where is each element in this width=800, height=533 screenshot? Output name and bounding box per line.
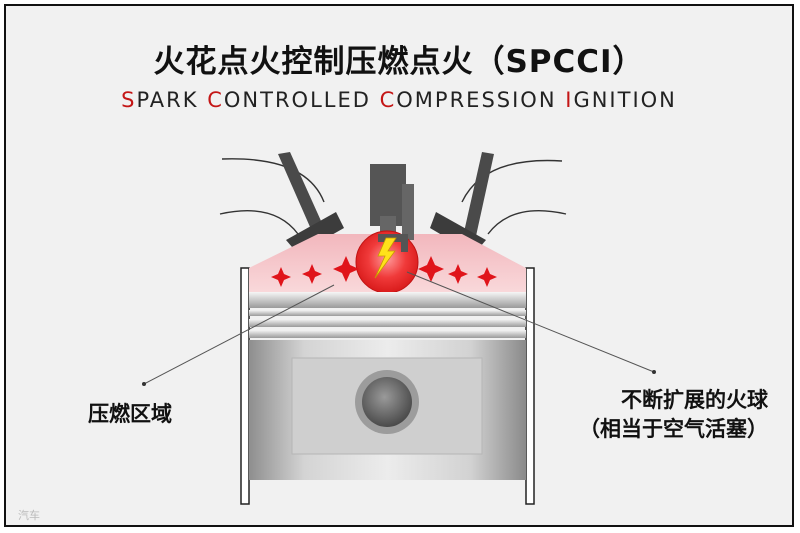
spark-star-icon	[477, 267, 497, 287]
exhaust-valve-stem	[464, 152, 494, 236]
spark-star-icon	[333, 256, 359, 282]
spark-star-icon	[448, 264, 468, 284]
spark-star-icon	[271, 267, 291, 287]
diagram-frame: 火花点火控制压燃点火（SPCCI） SPARK CONTROLLED COMPR…	[4, 4, 794, 527]
label-fireball-line2: （相当于空气活塞）	[579, 417, 768, 441]
label-fireball: 不断扩展的火球 （相当于空气活塞）	[579, 386, 768, 444]
subtitle-word-1: SPARK	[121, 88, 199, 112]
subtitle-word-2: CONTROLLED	[207, 88, 371, 112]
spark-star-icon	[302, 264, 322, 284]
label-fireball-line1: 不断扩展的火球	[621, 388, 768, 412]
diagram-subtitle: SPARK CONTROLLED COMPRESSION IGNITION	[6, 88, 792, 112]
diagram-title: 火花点火控制压燃点火（SPCCI）	[153, 44, 645, 80]
leader-dot-compression-zone	[142, 382, 146, 386]
spark-stars	[271, 256, 497, 287]
lightning-bolt-icon	[374, 237, 397, 279]
cylinder-wall-left	[240, 267, 250, 505]
leader-dot-fireball	[652, 370, 656, 374]
subtitle-word-3: COMPRESSION	[379, 88, 557, 112]
spark-plug-body	[370, 164, 406, 226]
watermark: 汽车	[18, 509, 40, 522]
cylinder-wall-right	[525, 267, 535, 505]
piston-ring-1	[249, 310, 526, 316]
label-compression-zone: 压燃区域	[88, 402, 172, 426]
piston-pin-core	[362, 377, 412, 427]
leader-line-compression-zone	[143, 284, 335, 385]
exhaust-port-lower	[487, 210, 567, 235]
intake-port-lower	[219, 210, 299, 235]
exhaust-port-upper	[461, 159, 563, 203]
intake-valve-stem	[278, 152, 326, 236]
spark-plug-electrode	[402, 184, 414, 240]
subtitle-word-4: IGNITION	[565, 88, 677, 112]
piston-ring-2	[249, 319, 526, 327]
piston-crown	[249, 292, 526, 308]
spark-star-icon	[418, 256, 444, 282]
engine-cylinder-diagram	[142, 152, 656, 505]
ground-electrode-hook	[401, 238, 408, 252]
leader-line-fireball	[406, 271, 655, 373]
piston-ring-3	[249, 330, 526, 338]
